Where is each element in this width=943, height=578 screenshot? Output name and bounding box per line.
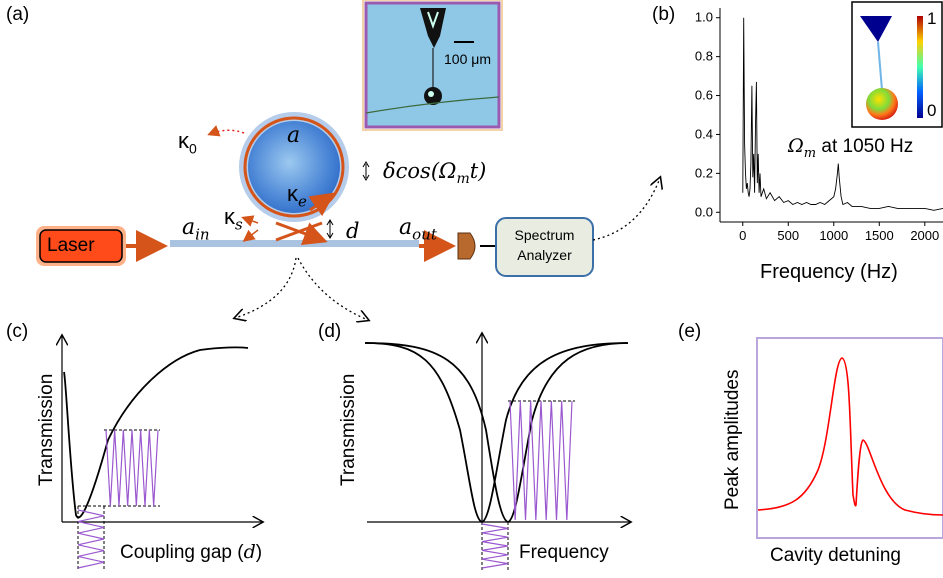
scattering-arrows [241, 215, 328, 246]
input-field-label: ain [182, 215, 210, 244]
panel-label-e: (e) [678, 321, 702, 342]
spectrum-x-axis-title: Frequency (Hz) [760, 261, 898, 283]
kappa-e-label: κe [287, 181, 307, 211]
panel-label-d: (d) [318, 321, 342, 342]
peak-annotation: Ωm at 1050 Hz [788, 135, 914, 161]
lorentzian-dip-1 [364, 342, 629, 523]
kappa-s-label: κs [224, 204, 243, 234]
panel-e-x-axis-title: Cavity detuning [770, 545, 901, 566]
microscope-inset [362, 0, 503, 131]
panel-e-y-axis-title: Peak amplitudes [722, 369, 743, 510]
spectrum-series-line [742, 17, 943, 211]
connector-to-b [592, 178, 660, 241]
drive-oscillation-d [481, 523, 509, 569]
kappa0-loss-arrow [207, 125, 245, 137]
y-tick-label: 0.4 [695, 126, 713, 141]
laser-source [36, 226, 126, 266]
panel-c-x-axis-title: Coupling gap (d) [120, 541, 263, 563]
x-tick-label: 1500 [865, 228, 894, 243]
panel-d-y-axis-title: Transmission [338, 373, 359, 486]
panel-e-plot [756, 337, 943, 539]
gap-label: d [346, 219, 360, 243]
mode-amplitude-label: a [287, 123, 301, 148]
x-tick-label: 0 [739, 228, 746, 243]
gap-arrow [326, 219, 334, 239]
colorbar-min-label: 0 [927, 101, 937, 120]
y-tick-label: 0.0 [695, 204, 713, 219]
panel-label-a: (a) [6, 4, 30, 25]
oscillation-zigzag [77, 509, 105, 569]
lorentzian-dip-2 [364, 342, 629, 523]
x-tick-label: 1000 [819, 228, 848, 243]
y-tick-label: 0.8 [695, 49, 713, 64]
analyzer-label-line2: Analyzer [517, 247, 572, 263]
connector-to-c [235, 257, 297, 318]
signal-oscillation-d [509, 400, 573, 521]
microsphere-resonator [239, 112, 349, 222]
y-tick-label: 1.0 [695, 10, 713, 25]
signal-oscillation-c-vertical [105, 429, 159, 507]
y-tick-label: 0.6 [695, 88, 713, 103]
colorbar-max-label: 1 [927, 9, 937, 28]
y-tick-label: 0.2 [695, 165, 713, 180]
taper-fiber [170, 240, 419, 247]
transmission-vs-gap-curve [63, 346, 249, 519]
x-tick-label: 2000 [910, 228, 939, 243]
spectrum-ticks: 0 500 1000 1500 2000 0.0 0.2 0.4 0.6 0.8 1.0 [695, 10, 939, 243]
panel-label-c: (c) [6, 321, 29, 342]
modulation-arrow [362, 161, 370, 181]
drive-oscillation-c [77, 509, 105, 569]
panel-c-plot [62, 336, 262, 570]
spectrum-analyzer [495, 217, 594, 277]
peak-amplitude-curve [757, 357, 943, 516]
panel-label-b: (b) [652, 4, 676, 25]
oscillation-zigzag [105, 429, 159, 507]
panel-d-plot [364, 334, 630, 570]
panel-c-y-axis-title: Transmission [36, 373, 57, 486]
photodetector [457, 232, 496, 260]
panel-d-x-axis-title: Frequency [519, 542, 609, 563]
output-field-label: aout [399, 215, 437, 244]
oscillation-zigzag [509, 400, 573, 521]
oscillation-zigzag [481, 523, 509, 569]
kappa0-label: κ0 [178, 128, 197, 157]
spectrum-axes [719, 8, 943, 223]
connector-to-d [297, 257, 368, 320]
scale-bar-label: 100 μm [444, 51, 491, 67]
x-tick-label: 500 [777, 228, 799, 243]
analyzer-label-line1: Spectrum [514, 227, 575, 243]
laser-label: Laser [47, 235, 95, 256]
mode-shape-inset [851, 1, 943, 128]
modulation-label: δcos(Ωmt) [383, 159, 487, 188]
